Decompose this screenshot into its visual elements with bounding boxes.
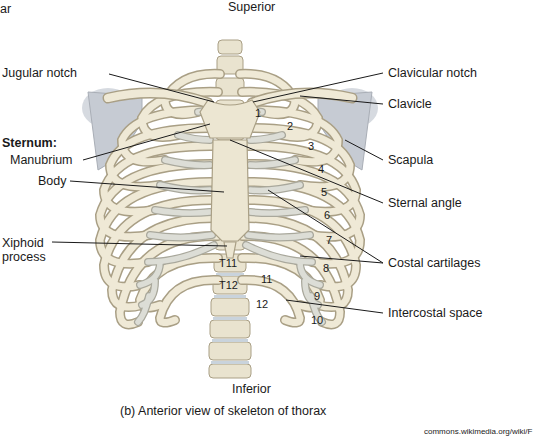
leader-line [268, 190, 383, 263]
anatomy-label: Sternal angle [388, 196, 462, 210]
rib-number: 1 [255, 106, 261, 120]
anatomy-label: Manubrium [10, 153, 73, 167]
xiphoid-process [224, 242, 236, 258]
leader-line [300, 96, 383, 104]
rib-number: 10 [311, 313, 323, 327]
figure-caption: (b) Anterior view of skeleton of thorax [120, 404, 326, 418]
rib-number: 6 [324, 208, 330, 222]
anatomy-label: Costal cartilages [388, 256, 480, 270]
intervertebral-discs [211, 273, 249, 364]
disc [211, 361, 249, 364]
right-thorax [240, 74, 378, 325]
leader-line [230, 140, 383, 203]
anatomy-label: Clavicular notch [388, 66, 477, 80]
leader-line [52, 242, 227, 246]
rib-number: 8 [323, 261, 329, 275]
rib-number: 4 [318, 162, 324, 176]
anatomy-label: Clavicle [388, 97, 432, 111]
orientation-label: Inferior [232, 382, 271, 396]
vertebra-label: T12 [219, 278, 238, 292]
orientation-label: Superior [228, 0, 275, 14]
rib-number: 5 [321, 185, 327, 199]
source-watermark: commons.wikimedia.org/wiki/F [424, 427, 532, 437]
vertebra [209, 342, 251, 360]
anatomy-label: Body [38, 174, 67, 188]
rib-number: 11 [261, 272, 272, 286]
sternum [200, 100, 260, 258]
anatomy-label: Jugular notch [2, 66, 77, 80]
vertebra [211, 298, 249, 316]
manubrium [200, 100, 260, 138]
vertebra [210, 320, 250, 338]
leader-line [286, 300, 383, 313]
disc [214, 295, 246, 298]
anatomy-label: Intercostal space [388, 306, 483, 320]
anatomy-label: Scapula [388, 153, 433, 167]
left-thorax [82, 74, 220, 325]
sternal-body [211, 140, 249, 241]
disc [212, 339, 248, 342]
rib-number: 7 [326, 233, 332, 247]
leader-line [345, 140, 383, 160]
leader-line [300, 256, 383, 263]
leader-line [70, 181, 224, 192]
leader-line [83, 124, 210, 160]
rib-number: 12 [256, 297, 268, 311]
vertebra-label: T11 [219, 256, 237, 270]
rib-number: 3 [308, 139, 314, 153]
vertebra [209, 364, 251, 378]
disc [213, 317, 247, 320]
leader-lines [52, 73, 383, 313]
cropped-label: ar [0, 2, 11, 16]
vertebra [218, 40, 242, 54]
leader-line [109, 74, 214, 102]
rib-number: 2 [287, 119, 293, 133]
rib-number: 9 [314, 289, 320, 303]
anatomy-label: Xiphoid process [2, 236, 54, 264]
group-heading: Sternum: [2, 136, 57, 150]
